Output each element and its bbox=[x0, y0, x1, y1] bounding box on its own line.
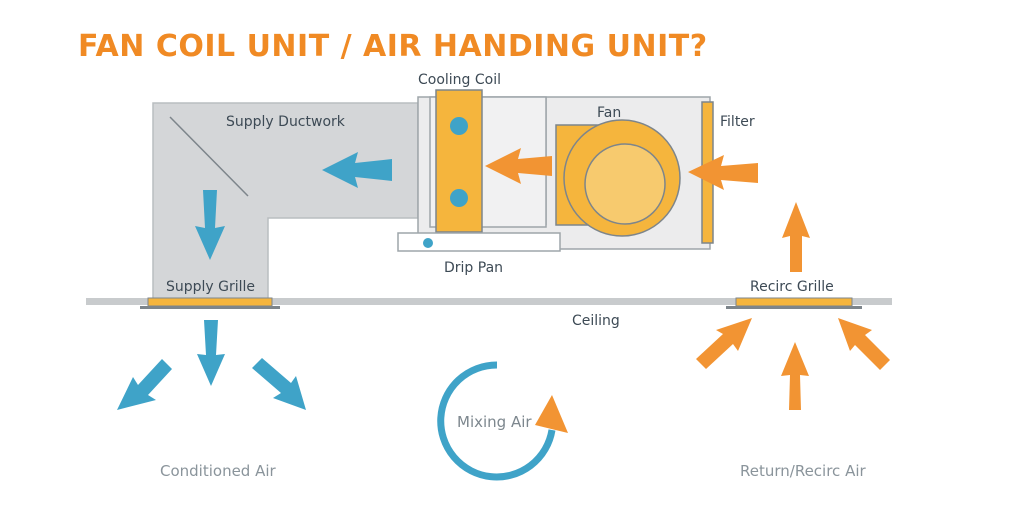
diagram-title: FAN COIL UNIT / AIR HANDING UNIT? bbox=[78, 29, 708, 64]
conditioned-air-label: Conditioned Air bbox=[160, 462, 277, 480]
drip-pan-drain bbox=[423, 238, 433, 248]
return-arrow-right bbox=[838, 318, 890, 370]
filter-flow-arrow bbox=[688, 155, 758, 190]
coil-pipe-bottom bbox=[450, 189, 468, 207]
drip-pan-label: Drip Pan bbox=[444, 260, 503, 276]
mixing-air-ring bbox=[437, 361, 556, 481]
coil-flow-arrow bbox=[485, 148, 552, 184]
recirc-grille-label: Recirc Grille bbox=[750, 279, 834, 295]
cooling-coil-label: Cooling Coil bbox=[418, 72, 501, 88]
conditioned-arrow-right bbox=[252, 358, 306, 410]
supply-grille-base bbox=[140, 306, 280, 309]
return-arrow-left bbox=[696, 318, 752, 369]
cooling-coil bbox=[435, 89, 483, 233]
duct-diagonal-line bbox=[169, 116, 249, 197]
conditioned-arrow-center bbox=[197, 320, 225, 386]
mixing-air-label: Mixing Air bbox=[457, 413, 532, 431]
supply-ductwork bbox=[152, 102, 419, 301]
recirc-grille bbox=[735, 297, 853, 307]
supply-ductwork-label: Supply Ductwork bbox=[226, 114, 346, 130]
supply-grille bbox=[147, 297, 273, 307]
supply-flow-arrow-down bbox=[195, 190, 225, 260]
supply-grille-label: Supply Grille bbox=[166, 279, 255, 295]
ceiling-label: Ceiling bbox=[572, 313, 620, 329]
fan-wheel bbox=[584, 143, 666, 225]
return-air-label: Return/Recirc Air bbox=[740, 462, 867, 480]
supply-flow-arrow-left bbox=[322, 152, 392, 188]
recirc-grille-base bbox=[726, 306, 862, 309]
ceiling-line bbox=[86, 298, 892, 305]
return-up-arrow bbox=[782, 202, 810, 272]
drip-pan bbox=[397, 232, 561, 252]
fan-label: Fan bbox=[597, 105, 621, 121]
coil-pipe-top bbox=[450, 117, 468, 135]
return-arrow-center bbox=[781, 342, 809, 410]
conditioned-arrow-left bbox=[117, 359, 172, 410]
filter-label: Filter bbox=[720, 114, 755, 130]
mixing-air-arrowhead bbox=[535, 395, 568, 433]
